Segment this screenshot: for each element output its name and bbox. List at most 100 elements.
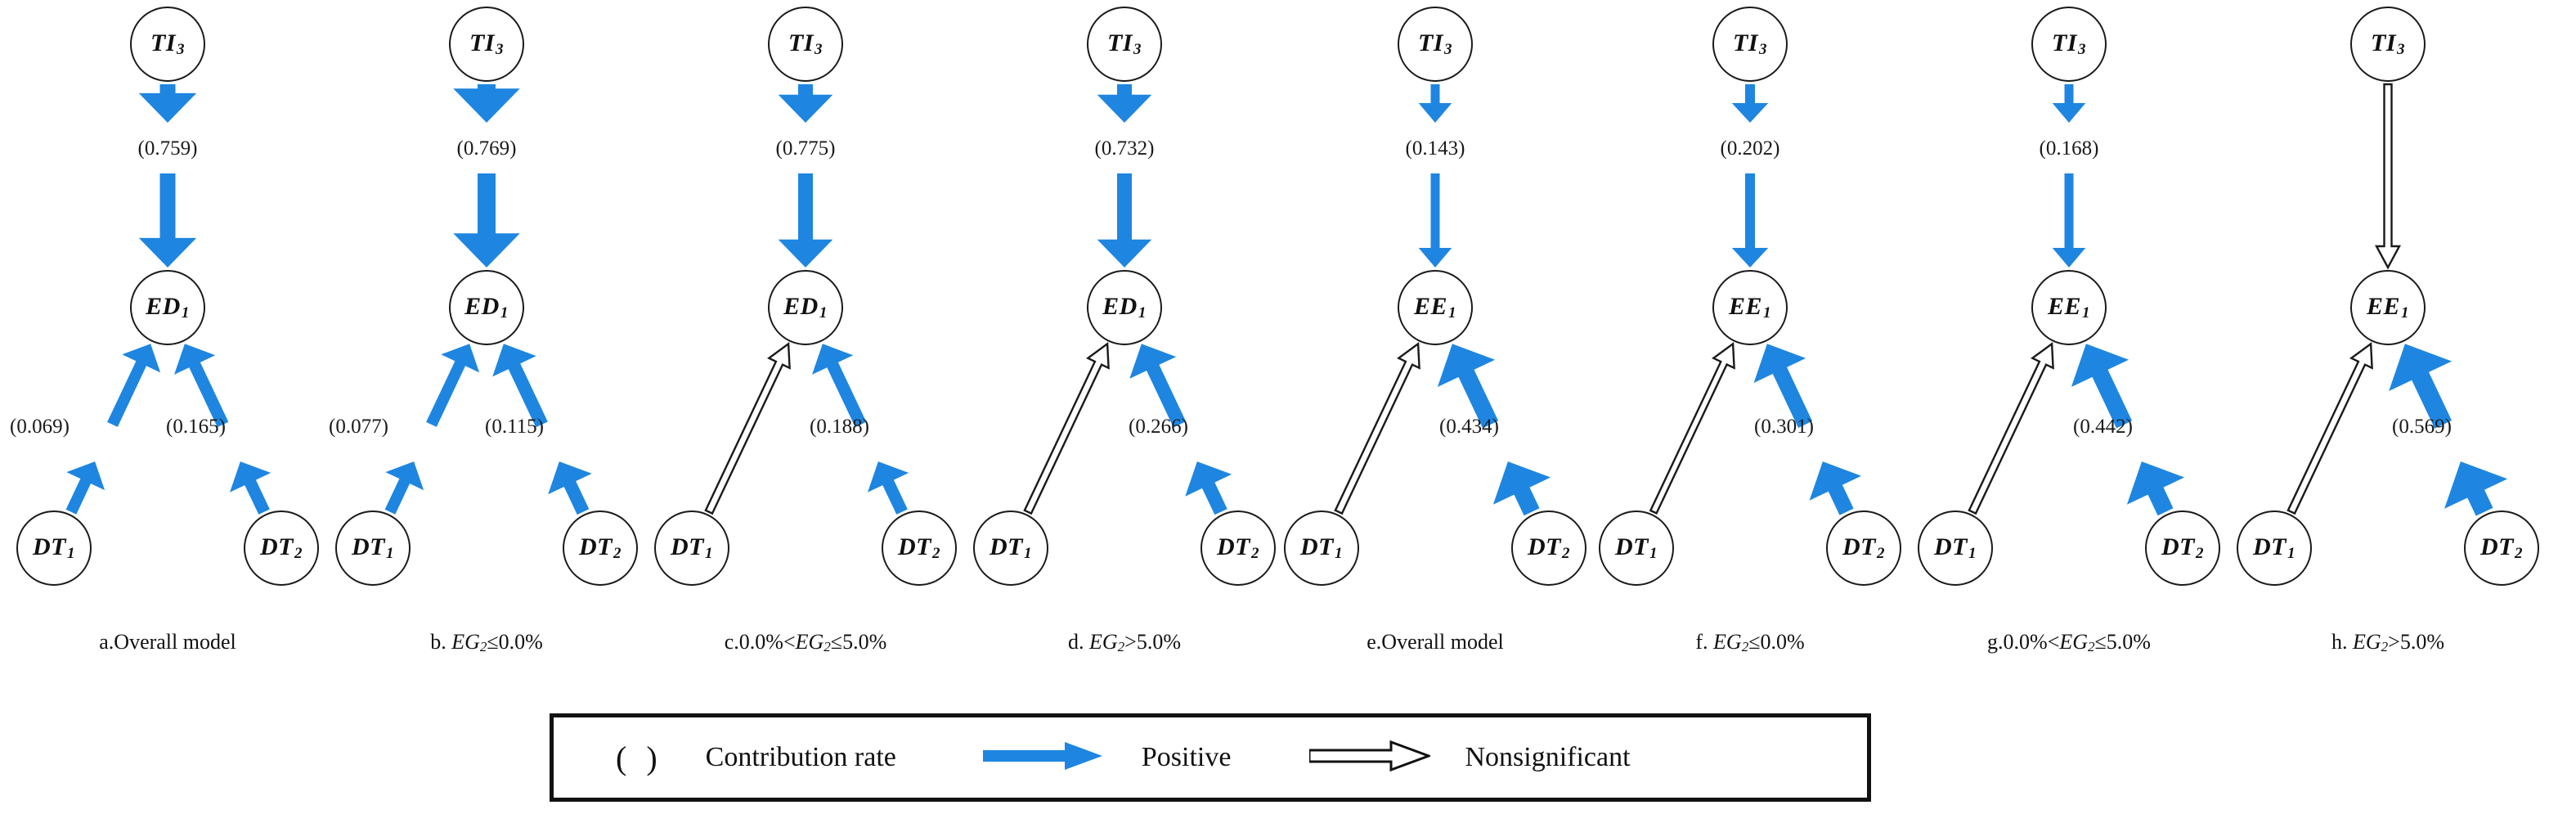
node-dt1-h[interactable]: DT1: [2237, 510, 2312, 586]
edge-dt1-to-mid-g: [1968, 342, 2054, 515]
legend-box: ( ) Contribution rate Positive Nonsignif…: [550, 713, 1871, 802]
node-ti3-h-label: TI3: [2371, 29, 2405, 58]
edge-label-dt2-a: (0.165): [166, 416, 226, 438]
node-ed1-b[interactable]: ED1: [449, 270, 524, 345]
edge-dt2-to-mid-c: [812, 344, 867, 428]
edge-label-dt2-e: (0.434): [1439, 416, 1499, 438]
edge-ti-to-mid-upper-c: [778, 84, 833, 123]
edge-dt2-to-mid-lower-h: [2444, 461, 2508, 516]
node-dt2-b[interactable]: DT2: [563, 510, 638, 586]
legend-item-positive: Positive: [982, 740, 1231, 776]
node-dt2-c-label: DT2: [898, 533, 940, 562]
node-ti3-h[interactable]: TI3: [2350, 7, 2426, 82]
edge-label-dt2-c: (0.188): [810, 416, 869, 438]
node-dt1-f[interactable]: DT1: [1599, 510, 1674, 586]
node-ed1-a-label: ED1: [146, 293, 190, 322]
node-ti3-a[interactable]: TI3: [130, 7, 205, 82]
edge-ti-to-mid-d: [1097, 173, 1152, 268]
node-dt2-a-label: DT2: [260, 533, 303, 562]
node-dt1-g[interactable]: DT1: [1918, 510, 1993, 586]
node-ee1-e[interactable]: EE1: [1398, 270, 1473, 345]
panel-caption-c: c.0.0%<EG2≤5.0%: [724, 630, 887, 654]
node-ed1-b-label: ED1: [464, 293, 509, 322]
node-ti3-d-label: TI3: [1107, 29, 1142, 58]
edge-ti-to-mid-upper-d: [1097, 84, 1152, 123]
node-dt1-c[interactable]: DT1: [654, 510, 729, 586]
edge-label-ti-b: (0.769): [454, 137, 519, 160]
node-ti3-e[interactable]: TI3: [1398, 7, 1473, 82]
node-dt2-b-label: DT2: [579, 533, 622, 562]
edge-dt2-to-mid-lower-c: [868, 461, 909, 515]
node-dt2-d[interactable]: DT2: [1200, 510, 1276, 586]
node-dt1-h-label: DT1: [2253, 533, 2296, 562]
edge-dt2-to-mid-b: [492, 344, 548, 428]
edge-label-ti-e: (0.143): [1402, 137, 1468, 160]
edge-dt1-to-mid-lower-b: [384, 461, 424, 515]
node-dt2-c[interactable]: DT2: [882, 510, 957, 586]
node-dt1-d[interactable]: DT1: [973, 510, 1048, 586]
node-ti3-g-label: TI3: [2052, 29, 2086, 58]
node-dt2-a[interactable]: DT2: [244, 510, 319, 586]
node-dt1-b[interactable]: DT1: [335, 510, 411, 586]
node-dt1-g-label: DT1: [1934, 533, 1977, 562]
node-ti3-f[interactable]: TI3: [1712, 7, 1788, 82]
node-ee1-f-label: EE1: [1728, 293, 1772, 322]
edge-dt2-to-mid-lower-f: [1809, 461, 1862, 515]
node-ee1-e-label: EE1: [1413, 293, 1457, 322]
node-ti3-a-label: TI3: [150, 29, 185, 58]
node-dt2-g[interactable]: DT2: [2145, 510, 2220, 586]
edge-dt2-to-mid-a: [174, 344, 229, 428]
node-dt2-e[interactable]: DT2: [1511, 510, 1586, 586]
node-dt2-f[interactable]: DT2: [1826, 510, 1901, 586]
edge-dt1-to-mid-h: [2287, 342, 2373, 515]
node-dt2-e-label: DT2: [1528, 533, 1570, 562]
node-ed1-a[interactable]: ED1: [130, 270, 205, 345]
node-ti3-b-label: TI3: [469, 29, 504, 58]
panel-caption-b: b. EG2≤0.0%: [430, 630, 543, 654]
edge-dt1-to-mid-a: [107, 344, 161, 427]
edge-ti-to-mid-c: [778, 173, 833, 268]
node-dt2-f-label: DT2: [1842, 533, 1885, 562]
node-dt1-a[interactable]: DT1: [16, 510, 92, 586]
node-ee1-g[interactable]: EE1: [2031, 270, 2107, 345]
edge-ti-to-mid-a: [138, 173, 197, 268]
node-ti3-d[interactable]: TI3: [1087, 7, 1162, 82]
edge-ti-to-mid-upper-a: [138, 84, 197, 123]
edge-label-dt2-f: (0.301): [1754, 416, 1814, 438]
edge-dt2-to-mid-lower-d: [1185, 461, 1232, 515]
legend-item-nonsignificant: Nonsignificant: [1308, 740, 1631, 776]
edge-ti-to-mid-b: [453, 173, 520, 268]
node-ti3-c-label: TI3: [788, 29, 823, 58]
edge-label-dt2-d: (0.266): [1129, 416, 1188, 438]
node-ee1-h[interactable]: EE1: [2350, 270, 2426, 345]
node-dt2-h[interactable]: DT2: [2464, 510, 2539, 586]
edge-dt1-to-mid-d: [1023, 342, 1110, 515]
hollow-arrow-icon: [1308, 740, 1433, 776]
legend-item-contribution-rate: ( ) Contribution rate: [616, 739, 896, 777]
node-dt1-b-label: DT1: [352, 533, 394, 562]
node-dt1-c-label: DT1: [671, 533, 713, 562]
node-ti3-g[interactable]: TI3: [2031, 7, 2107, 82]
panel-caption-g: g.0.0%<EG2≤5.0%: [1987, 630, 2151, 654]
node-ee1-f[interactable]: EE1: [1712, 270, 1788, 345]
edge-label-dt2-b: (0.115): [485, 416, 544, 438]
panel-caption-f: f. EG2≤0.0%: [1695, 630, 1805, 654]
node-ti3-f-label: TI3: [1733, 29, 1767, 58]
node-ti3-b[interactable]: TI3: [449, 7, 524, 82]
node-ti3-e-label: TI3: [1418, 29, 1452, 58]
panel-caption-a: a.Overall model: [99, 630, 236, 654]
node-dt1-e[interactable]: DT1: [1284, 510, 1359, 586]
edge-label-ti-g: (0.168): [2036, 137, 2102, 160]
node-ti3-c[interactable]: TI3: [768, 7, 843, 82]
node-ed1-d[interactable]: ED1: [1087, 270, 1162, 345]
node-ed1-c[interactable]: ED1: [768, 270, 843, 345]
node-ee1-g-label: EE1: [2047, 293, 2091, 322]
edge-dt1-to-mid-lower-a: [65, 461, 105, 515]
edge-dt1-to-mid-c: [704, 342, 791, 515]
node-dt2-d-label: DT2: [1217, 533, 1259, 562]
